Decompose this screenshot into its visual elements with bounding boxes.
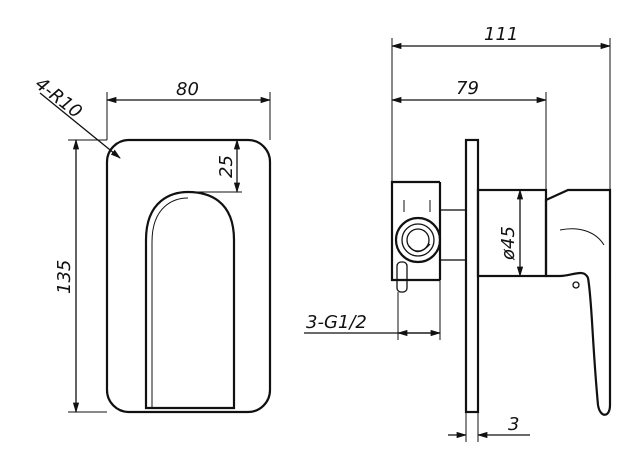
front-plate-outline [105, 138, 272, 414]
side-outlet-spigot [396, 261, 408, 293]
side-valve-body [390, 180, 442, 282]
dim-inset-top: 25 [216, 155, 237, 178]
dim-diameter: ø45 [498, 226, 519, 261]
front-view: 80 4-R10 135 25 [31, 73, 272, 414]
side-lever-handle [544, 188, 612, 416]
side-outlet-ring-mid [401, 223, 435, 257]
front-lever-inner-edge [151, 197, 189, 408]
dim-total-depth: 111 [484, 24, 518, 45]
side-outlet-ring-outer [394, 216, 442, 264]
dim-width-front: 80 [176, 79, 199, 100]
dim-plate-thickness: 3 [508, 414, 519, 435]
dim-height-front: 135 [54, 260, 75, 294]
side-outlet-cut [408, 243, 431, 253]
side-wall-plate [464, 138, 480, 414]
dim-radius: 4-R10 [31, 73, 86, 122]
front-lever-handle [144, 190, 236, 410]
side-lever-screw [572, 281, 580, 289]
dim-thread: 3-G1/2 [306, 312, 367, 333]
dim-body-depth: 79 [456, 78, 479, 99]
side-lever-edge [559, 228, 605, 246]
side-valve-tube [439, 209, 467, 261]
side-view: 111 79 ø45 3-G1/2 3 [304, 24, 612, 442]
